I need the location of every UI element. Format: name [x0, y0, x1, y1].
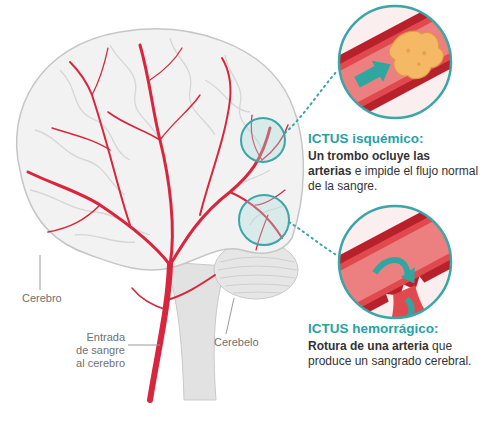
part-name: Cerebelo	[214, 336, 274, 349]
leader-line	[226, 298, 234, 334]
description: Rotura de una arteriaque produce un sang…	[308, 339, 480, 369]
dotted-leader	[289, 222, 338, 256]
zoom-circle	[339, 6, 451, 118]
cerebrum	[17, 29, 304, 270]
focus-circle	[241, 118, 285, 162]
description: Un trombo ocluye las arteriase impide el…	[308, 149, 480, 194]
focus-circle	[239, 195, 289, 245]
part-name: Entrada de sangre al cerebro	[73, 331, 125, 370]
stroke-type-heading: ICTUS hemorrágico:	[308, 321, 480, 337]
caption-group: Cerebelo	[214, 336, 274, 349]
caption-group: ICTUS isquémico: Un trombo ocluye las art…	[308, 131, 480, 194]
brainstem	[165, 262, 226, 400]
stroke-type-heading: ICTUS isquémico:	[308, 131, 480, 147]
dotted-leader	[285, 70, 338, 133]
caption-group: Cerebro	[22, 292, 82, 305]
cerebellum-folds	[218, 257, 297, 293]
leader-line	[40, 255, 41, 290]
arteries	[28, 45, 288, 400]
part-name: Cerebro	[22, 292, 82, 305]
zoom-circle	[339, 206, 451, 318]
leader-line	[128, 345, 160, 346]
description-emphasis: Rotura de una arteria	[308, 339, 429, 353]
thrombus-zoom	[314, 0, 485, 125]
caption-group: Entrada de sangre al cerebro	[73, 331, 125, 370]
caption-group: ICTUS hemorrágico: Rotura de una arteriaq…	[308, 321, 480, 369]
